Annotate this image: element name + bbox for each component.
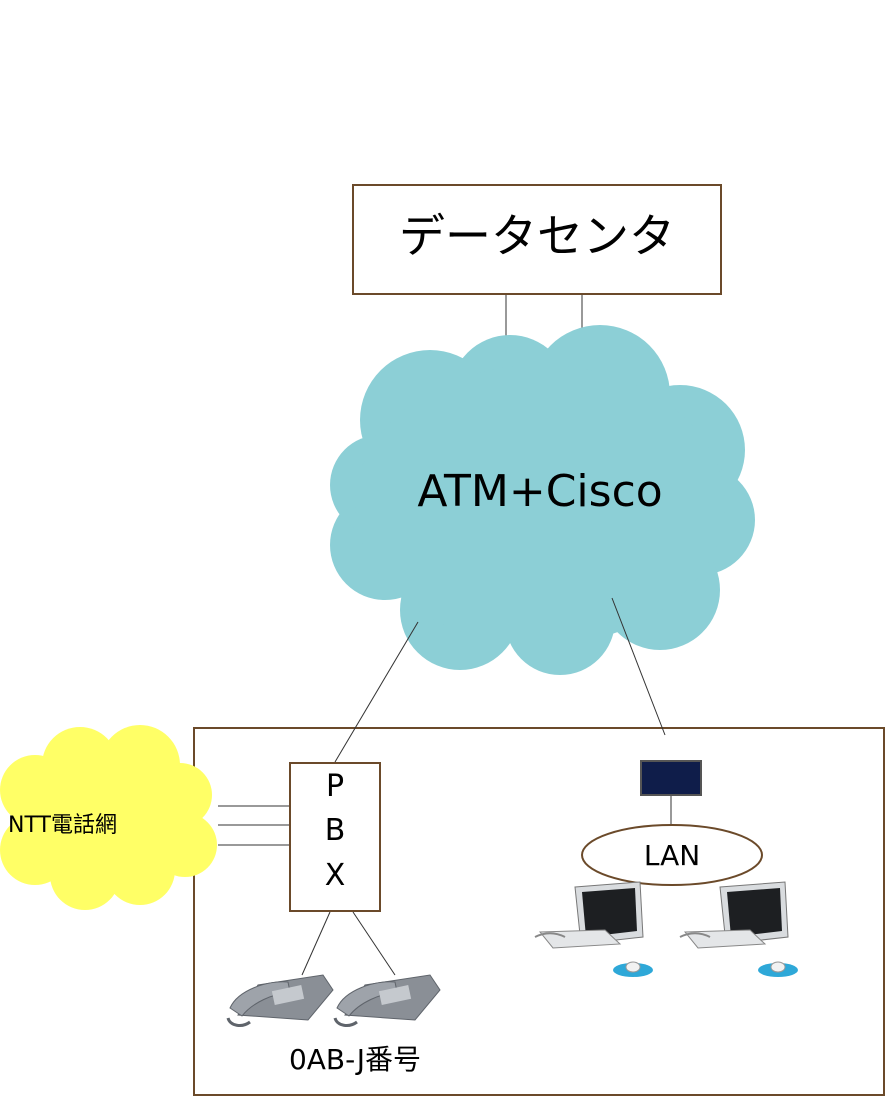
lan-label: LAN	[643, 839, 701, 872]
pc-icon-1	[534, 881, 653, 977]
datacenter-label: データセンタ	[399, 209, 675, 263]
pbx-label-x: X	[324, 858, 346, 893]
pbx-phone-line-1	[301, 911, 331, 976]
pstn-label: NTT電話網	[8, 813, 117, 838]
datacenter-box	[352, 184, 722, 295]
site-box	[193, 727, 885, 1096]
pc-icon-2	[679, 881, 798, 977]
backbone-label: ATM+Cisco	[417, 466, 663, 517]
phone-icon-2	[333, 974, 441, 1027]
pbx-box	[289, 762, 381, 912]
router-icon	[640, 760, 702, 796]
pstn-cloud	[0, 725, 217, 910]
phones-caption: 0AB-J番号	[288, 1043, 422, 1076]
phone-icon-1	[226, 974, 334, 1027]
cloud-to-pbx-link	[334, 621, 419, 763]
lan-ellipse	[581, 824, 763, 886]
backbone-cloud	[330, 325, 755, 675]
pbx-label-b: B	[324, 813, 346, 848]
pbx-phone-line-2	[352, 911, 396, 976]
cloud-to-router-link	[611, 597, 666, 736]
pbx-label-p: P	[325, 769, 345, 804]
